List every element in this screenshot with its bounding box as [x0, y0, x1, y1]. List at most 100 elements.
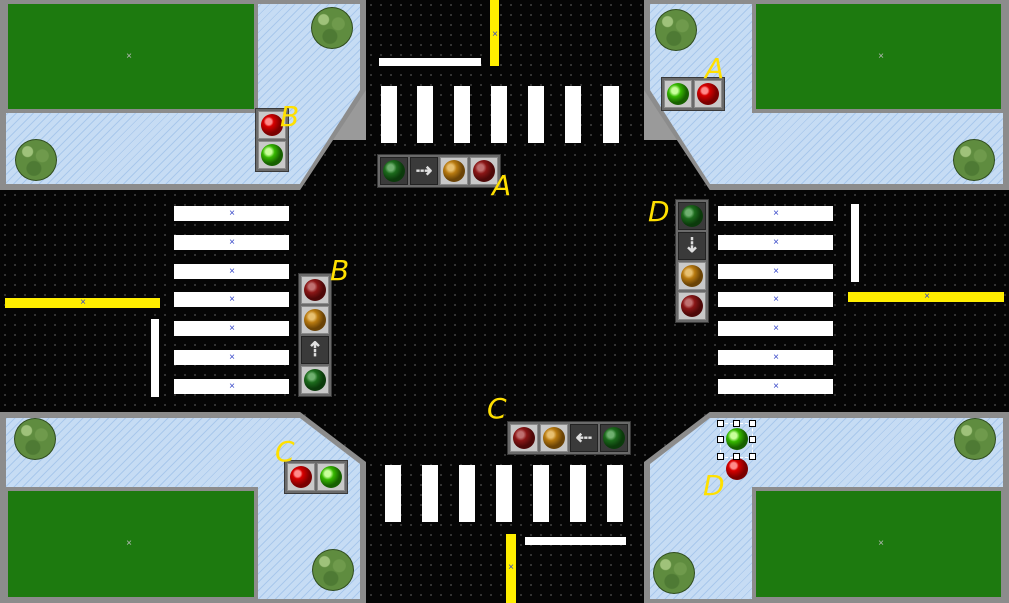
- ped-light-c[interactable]: [284, 460, 348, 494]
- crosswalk-stripe[interactable]: [174, 206, 289, 221]
- tree[interactable]: [954, 418, 996, 460]
- resize-handle[interactable]: [733, 453, 740, 460]
- crosswalk-stripe[interactable]: [174, 292, 289, 307]
- resize-handle[interactable]: [749, 436, 756, 443]
- crosswalk-stripe[interactable]: [533, 465, 549, 522]
- green-lamp-cell: [664, 80, 692, 108]
- center-mark[interactable]: ×: [229, 237, 235, 248]
- center-mark[interactable]: ×: [508, 562, 514, 573]
- crosswalk-stripe[interactable]: [174, 379, 289, 394]
- crosswalk-stripe[interactable]: [417, 86, 433, 143]
- crosswalk-stripe[interactable]: [570, 465, 586, 522]
- label-d-right: D: [648, 195, 670, 228]
- center-mark[interactable]: ×: [492, 29, 498, 40]
- center-mark[interactable]: ×: [773, 266, 779, 277]
- center-mark[interactable]: ×: [878, 538, 884, 549]
- center-mark[interactable]: ×: [773, 381, 779, 392]
- crosswalk-stripe[interactable]: [174, 321, 289, 336]
- center-line-top[interactable]: [490, 0, 499, 66]
- road-center: [300, 140, 710, 462]
- center-mark[interactable]: ×: [773, 323, 779, 334]
- crosswalk-stripe[interactable]: [174, 235, 289, 250]
- center-mark[interactable]: ×: [80, 297, 86, 308]
- tree[interactable]: [655, 9, 697, 51]
- traffic-light-b-main[interactable]: ⇡: [298, 273, 332, 397]
- center-mark[interactable]: ×: [126, 51, 132, 62]
- tree[interactable]: [312, 549, 354, 591]
- traffic-light-d-main[interactable]: ⇣: [675, 199, 709, 323]
- center-line-left[interactable]: [5, 298, 160, 308]
- center-mark[interactable]: ×: [773, 352, 779, 363]
- crosswalk-stripe[interactable]: [381, 86, 397, 143]
- crosswalk-stripe[interactable]: [459, 465, 475, 522]
- traffic-light-a-main[interactable]: ⇢: [377, 154, 501, 188]
- resize-handle[interactable]: [717, 453, 724, 460]
- crosswalk-stripe[interactable]: [718, 264, 833, 279]
- crosswalk-stripe[interactable]: [174, 264, 289, 279]
- red-lamp-icon: [473, 160, 495, 182]
- crosswalk-stripe[interactable]: [718, 379, 833, 394]
- red-lamp-icon: [726, 458, 748, 480]
- stop-line[interactable]: [379, 58, 481, 66]
- crosswalk-stripe[interactable]: [718, 350, 833, 365]
- grass-bottom-left: [4, 487, 258, 601]
- center-mark[interactable]: ×: [229, 208, 235, 219]
- center-mark[interactable]: ×: [773, 208, 779, 219]
- resize-handle[interactable]: [749, 420, 756, 427]
- crosswalk-stripe[interactable]: [385, 465, 401, 522]
- green-lamp-icon: [320, 466, 342, 488]
- center-mark[interactable]: ×: [126, 538, 132, 549]
- tree[interactable]: [311, 7, 353, 49]
- crosswalk-stripe[interactable]: [603, 86, 619, 143]
- center-line-bottom[interactable]: [506, 534, 516, 603]
- crosswalk-stripe[interactable]: [454, 86, 470, 143]
- grass-bottom-right: [752, 487, 1005, 601]
- traffic-light-c-main[interactable]: ⇠: [507, 421, 631, 455]
- crosswalk-stripe[interactable]: [718, 321, 833, 336]
- label-c-bottom-left: C: [275, 435, 295, 468]
- resize-handle[interactable]: [717, 420, 724, 427]
- label-c-bottom-center: C: [487, 392, 507, 425]
- ped-light-b[interactable]: [255, 108, 289, 172]
- crosswalk-stripe[interactable]: [422, 465, 438, 522]
- crosswalk-stripe[interactable]: [528, 86, 544, 143]
- crosswalk-stripe[interactable]: [174, 350, 289, 365]
- stop-line[interactable]: [525, 537, 626, 545]
- center-mark[interactable]: ×: [229, 323, 235, 334]
- center-mark[interactable]: ×: [229, 352, 235, 363]
- stop-line[interactable]: [851, 204, 859, 282]
- resize-handle[interactable]: [733, 420, 740, 427]
- center-line-right[interactable]: [848, 292, 1004, 302]
- crosswalk-stripe[interactable]: [496, 465, 512, 522]
- tree[interactable]: [653, 552, 695, 594]
- center-mark[interactable]: ×: [878, 51, 884, 62]
- center-mark[interactable]: ×: [229, 381, 235, 392]
- green-lamp-icon: [261, 144, 283, 166]
- crosswalk-stripe[interactable]: [491, 86, 507, 143]
- center-mark[interactable]: ×: [773, 294, 779, 305]
- center-mark[interactable]: ×: [229, 294, 235, 305]
- crosswalk-stripe[interactable]: [718, 206, 833, 221]
- tree[interactable]: [14, 418, 56, 460]
- crosswalk-stripe[interactable]: [607, 465, 623, 522]
- crosswalk-stripe[interactable]: [718, 292, 833, 307]
- tree[interactable]: [953, 139, 995, 181]
- ped-light-a[interactable]: [661, 77, 725, 111]
- green-lamp-cell: [301, 366, 329, 394]
- red-lamp-cell: [678, 292, 706, 320]
- red-lamp-icon: [261, 114, 283, 136]
- tree[interactable]: [15, 139, 57, 181]
- stop-line[interactable]: [151, 319, 159, 397]
- center-mark[interactable]: ×: [924, 291, 930, 302]
- crosswalk-stripe[interactable]: [718, 235, 833, 250]
- center-mark[interactable]: ×: [229, 266, 235, 277]
- yellow-lamp-cell: [540, 424, 568, 452]
- green-lamp-icon: [603, 427, 625, 449]
- arrow-down-icon: ⇣: [683, 235, 701, 257]
- ped-light-d[interactable]: [721, 423, 753, 485]
- crosswalk-stripe[interactable]: [565, 86, 581, 143]
- resize-handle[interactable]: [717, 436, 724, 443]
- resize-handle[interactable]: [749, 453, 756, 460]
- center-mark[interactable]: ×: [773, 237, 779, 248]
